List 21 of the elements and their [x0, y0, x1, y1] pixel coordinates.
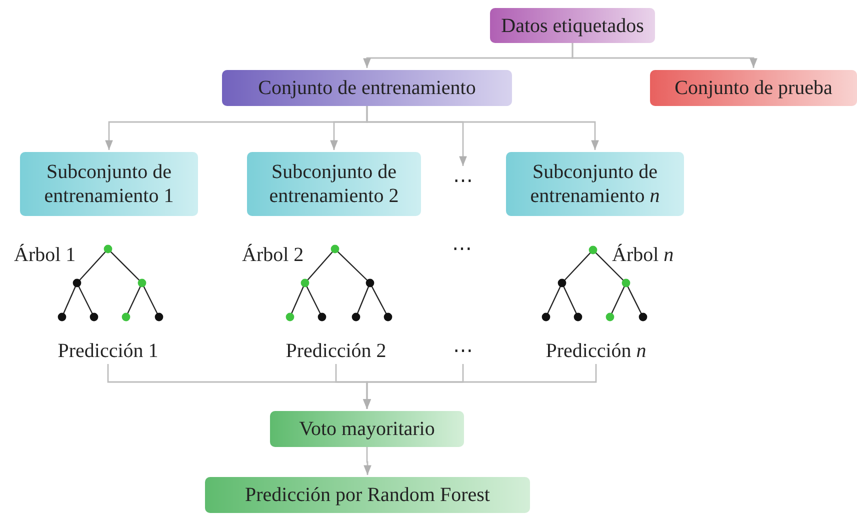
subset-box: Subconjunto de entrenamiento 2	[247, 152, 421, 216]
training-set-box: Conjunto de entrenamiento	[222, 70, 512, 106]
arrow	[363, 364, 597, 409]
test-set-box: Conjunto de prueba	[650, 70, 857, 106]
arrow	[366, 106, 599, 150]
data-box: Datos etiquetados	[490, 8, 655, 43]
node-label: Predicción n	[526, 338, 666, 364]
result-box: Voto mayoritario	[270, 411, 464, 447]
tree-label: Árbol n	[612, 244, 674, 267]
arrow	[572, 43, 758, 68]
subset-box: Subconjunto de entrenamiento 1	[20, 152, 198, 216]
arrow	[364, 447, 372, 475]
tree-label: ⋯	[452, 237, 472, 261]
node-label: ⋯	[448, 338, 478, 364]
tree-label: Árbol 1	[14, 244, 76, 267]
tree-label: Árbol 2	[242, 244, 304, 267]
node-label: ⋯	[448, 168, 478, 194]
node-label: Predicción 2	[268, 338, 404, 364]
node-label: Predicción 1	[40, 338, 176, 364]
subset-box: Subconjunto de entrenamiento n	[506, 152, 684, 216]
result-box: Predicción por Random Forest	[205, 477, 530, 513]
